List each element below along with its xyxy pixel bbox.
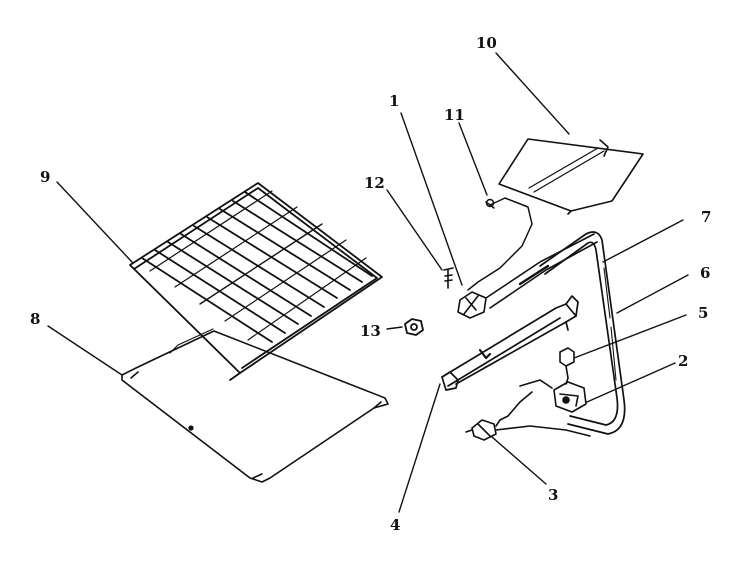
leader-line-2 [586, 362, 676, 403]
callout-labels: 1 2 3 4 5 6 7 8 9 10 11 12 13 [30, 34, 711, 534]
callout-2: 2 [678, 352, 688, 370]
callout-7: 7 [701, 208, 711, 226]
burner-manifold-tube [441, 295, 579, 391]
leader-line-5 [573, 314, 687, 359]
callout-4: 4 [390, 516, 400, 534]
leader-line-6 [616, 274, 689, 314]
callout-6: 6 [700, 264, 710, 282]
heat-shield-plate [498, 138, 644, 215]
callout-12: 12 [364, 174, 385, 192]
hex-nut [404, 318, 424, 336]
igniter-screw [443, 267, 454, 289]
leader-line-3 [491, 436, 547, 485]
leader-line-8 [47, 325, 123, 376]
callout-1: 1 [389, 92, 399, 110]
oven-rack [129, 182, 383, 381]
callout-5: 5 [698, 304, 708, 322]
leader-line-12 [386, 189, 443, 271]
orifice-fitting [559, 347, 575, 379]
callout-3: 3 [548, 486, 558, 504]
callout-8: 8 [30, 310, 40, 328]
leader-line-7 [602, 219, 684, 263]
leader-line-1 [400, 112, 463, 286]
leader-line-9 [56, 181, 133, 263]
igniter-wire [467, 197, 533, 291]
igniter-bracket [457, 233, 598, 319]
callout-9: 9 [40, 168, 50, 186]
oven-bottom-panel [121, 330, 389, 483]
gas-valve [519, 377, 587, 413]
leader-line-13 [386, 326, 403, 330]
leader-line-10 [495, 52, 570, 135]
leader-line-4 [398, 383, 441, 513]
leader-lines [47, 52, 689, 513]
callout-13: 13 [360, 322, 381, 340]
callout-11: 11 [444, 106, 465, 124]
bake-burner-tube [539, 231, 626, 435]
leader-line-11 [458, 122, 488, 196]
safety-valve [465, 391, 591, 441]
callout-10: 10 [476, 34, 497, 52]
